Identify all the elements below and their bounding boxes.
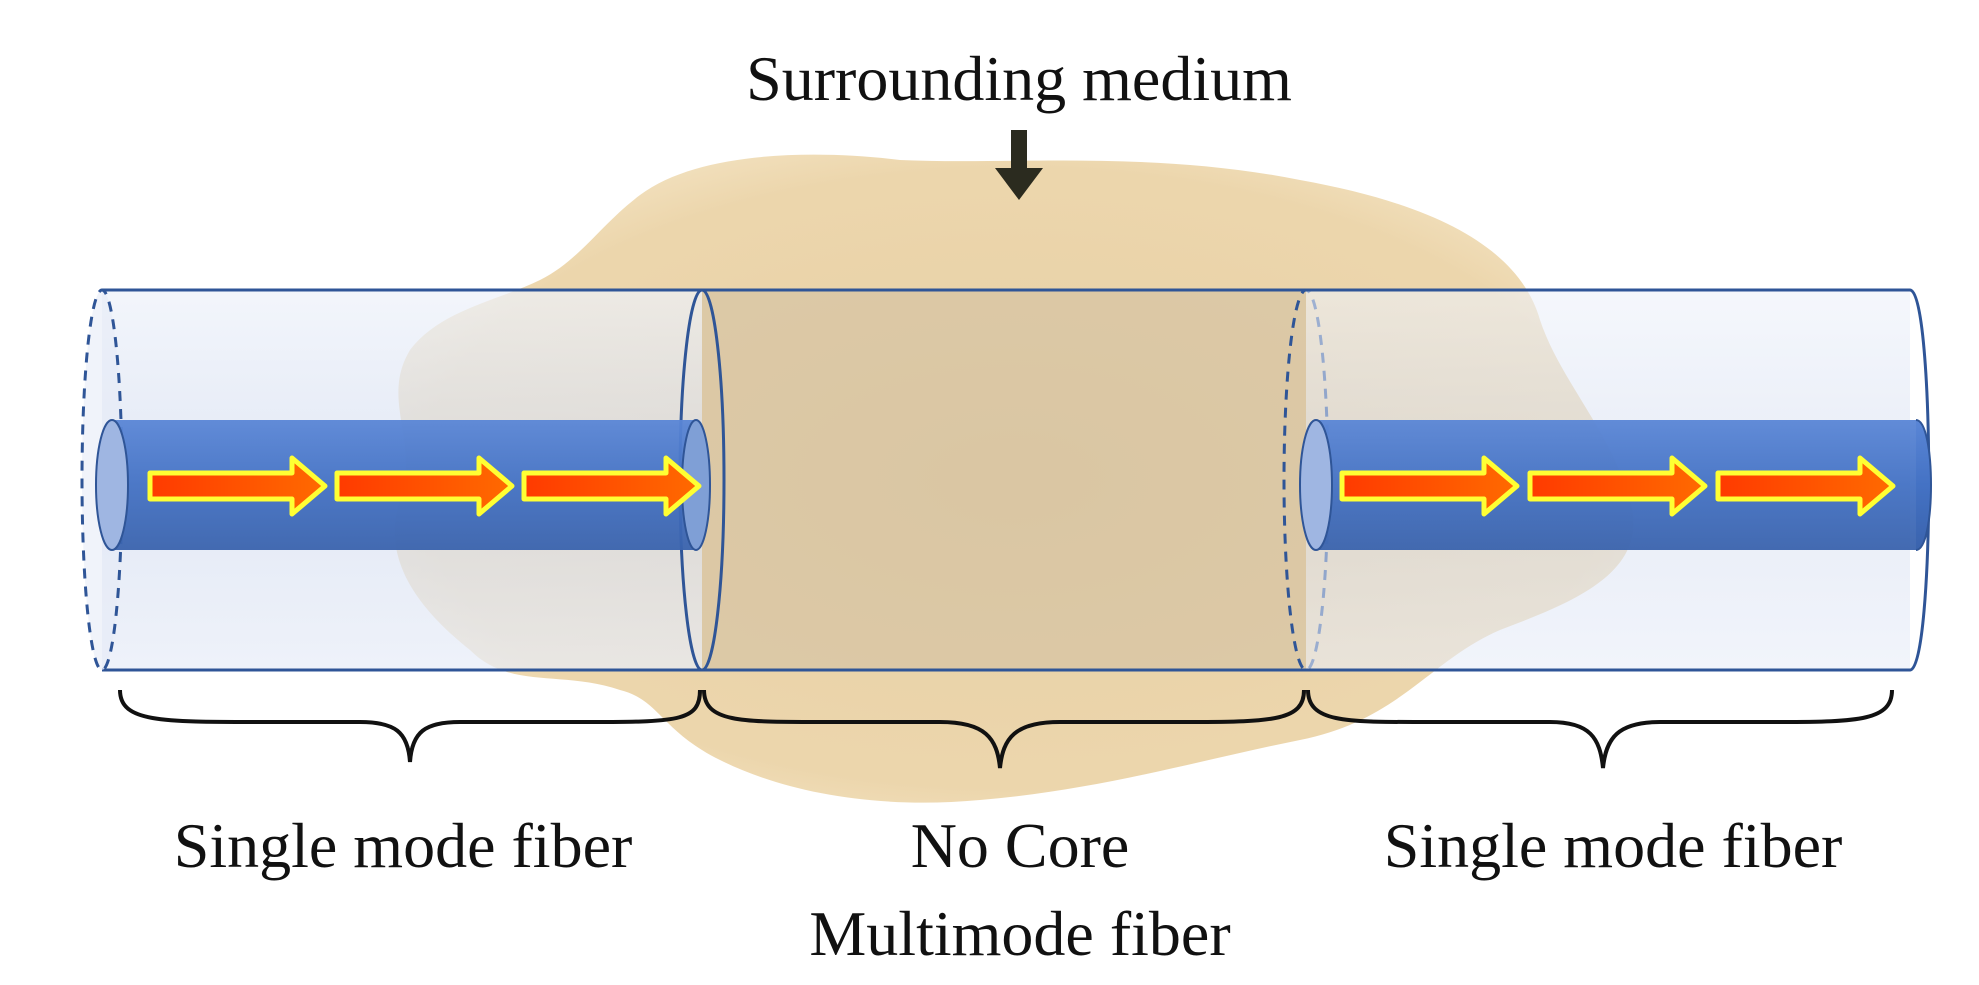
right-arrow-icon bbox=[521, 455, 702, 517]
middle-fiber-brace bbox=[702, 689, 1306, 769]
right-arrow-icon bbox=[334, 455, 515, 517]
right-arrow-icon bbox=[147, 455, 328, 517]
middle-fiber bbox=[678, 288, 1330, 672]
right-light-arrows bbox=[1339, 455, 1896, 517]
right-arrow-icon bbox=[1527, 455, 1708, 517]
surrounding-medium-label: Surrounding medium bbox=[746, 43, 1292, 114]
middle-fiber-label-line2: Multimode fiber bbox=[809, 898, 1230, 969]
right-arrow-icon bbox=[1339, 455, 1520, 517]
right-fiber-brace bbox=[1306, 689, 1894, 769]
right-arrow-icon bbox=[1715, 455, 1896, 517]
down-arrow-icon bbox=[995, 130, 1043, 200]
left-fiber-label: Single mode fiber bbox=[174, 810, 633, 881]
middle-fiber-label-line1: No Core bbox=[911, 810, 1130, 881]
left-light-arrows bbox=[147, 455, 702, 517]
right-fiber-label: Single mode fiber bbox=[1384, 810, 1843, 881]
left-fiber-brace bbox=[118, 689, 702, 763]
